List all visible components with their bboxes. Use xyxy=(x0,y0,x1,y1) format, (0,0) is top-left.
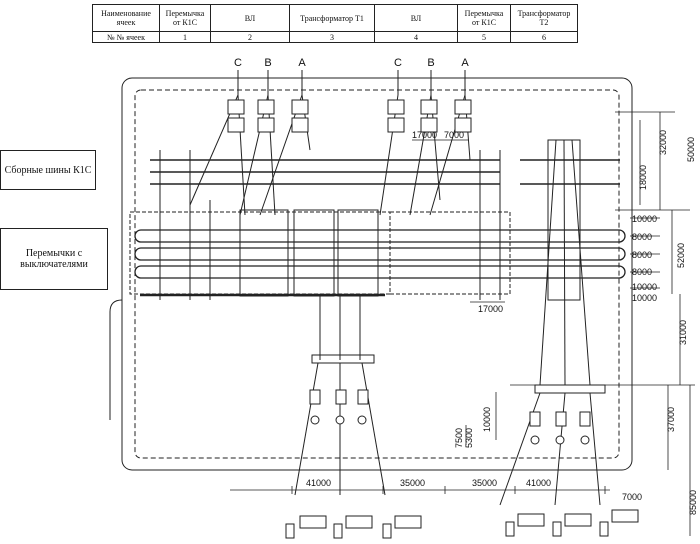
dimension-bottom-2: 35000 xyxy=(472,478,497,488)
phase-label-left-a: A xyxy=(298,57,306,69)
dimension-bottom-4: 7000 xyxy=(622,492,642,502)
phase-label-right-c: C xyxy=(394,57,402,69)
dimension-right-8: 10000 xyxy=(632,282,657,292)
busbar-group-top xyxy=(150,159,620,185)
transformer-pads xyxy=(285,509,639,539)
access-road-left xyxy=(109,299,123,420)
drawing-annotations: C C B B A A 32000 50000 18000 10000 8000 8000 52000 8… xyxy=(234,57,698,515)
dimension-bottom-3: 41000 xyxy=(526,478,551,488)
disconnector-row-top xyxy=(227,99,472,133)
vertical-supports xyxy=(159,150,501,300)
cell-2-name: ВЛ xyxy=(210,4,290,32)
dimension-right-12: 37000 xyxy=(666,407,676,432)
dimension-bottom-1: 35000 xyxy=(400,478,425,488)
incoming-lines-left xyxy=(189,70,311,216)
dimension-right-1: 50000 xyxy=(686,137,696,162)
dimension-right-2: 18000 xyxy=(638,165,648,190)
dimension-lines xyxy=(230,111,695,536)
label-collector-buses: Сборные шины К1С xyxy=(0,150,96,190)
dimension-right-3: 10000 xyxy=(632,214,657,224)
dimension-right-4: 8000 xyxy=(632,232,652,242)
incoming-lines-right xyxy=(379,70,471,216)
switchgear-cells xyxy=(129,209,511,297)
transformer-t1-leads xyxy=(294,296,386,496)
lower-equipment-symbols xyxy=(309,389,591,445)
fence-inner xyxy=(134,89,620,459)
header-cell-name-label: Наименование ячеек xyxy=(92,4,160,32)
dimension-right-13: 85000 xyxy=(688,490,698,515)
fence-outer xyxy=(121,77,633,471)
label-jumpers-with-breakers: Перемычки с выключателями xyxy=(0,228,108,290)
dimension-lower-left-0: 7500 xyxy=(454,428,464,448)
dimension-bottom-0: 41000 xyxy=(306,478,331,488)
cell-5-number: 5 xyxy=(457,31,511,43)
dimension-inner-mid: 17000 xyxy=(478,304,503,314)
cell-3-name: Трансформатор Т1 xyxy=(289,4,375,32)
phase-label-right-b: B xyxy=(427,57,434,69)
phase-label-right-a: A xyxy=(461,57,469,69)
phase-label-left-c: C xyxy=(234,57,242,69)
transformer-t2-leads xyxy=(499,139,606,506)
dimension-right-6: 52000 xyxy=(676,243,686,268)
cell-6-name: Трансформатор Т2 xyxy=(510,4,578,32)
jumper-bus-bars xyxy=(134,229,626,297)
phase-label-left-b: B xyxy=(264,57,271,69)
dimension-inner-top-0: 17000 xyxy=(412,130,437,140)
dimension-right-5: 8000 xyxy=(632,250,652,260)
dimension-right-0: 32000 xyxy=(658,130,668,155)
dimension-right-9: 10000 xyxy=(632,293,657,303)
dimension-inner-top-1: 7000 xyxy=(444,130,464,140)
cell-6-number: 6 xyxy=(510,31,578,43)
cell-table: Наименование ячеек Перемычка от К1С ВЛ Т… xyxy=(92,4,578,43)
dimension-lower-left-1: 5300 xyxy=(464,428,474,448)
dimension-right-7: 8000 xyxy=(632,267,652,277)
dimension-right-10: 31000 xyxy=(678,320,688,345)
dimension-right-11: 10000 xyxy=(482,407,492,432)
